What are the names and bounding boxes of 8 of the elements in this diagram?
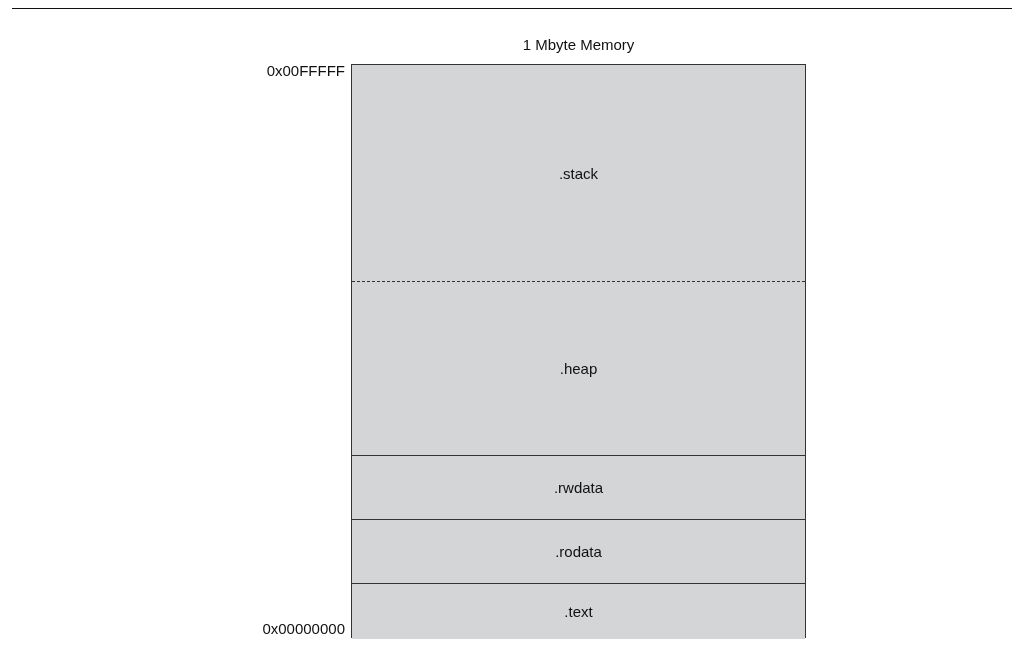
section-label: .rwdata xyxy=(553,479,604,496)
memory-title: 1 Mbyte Memory xyxy=(521,36,636,53)
section-label: .rodata xyxy=(555,543,602,560)
section-label: .heap xyxy=(559,360,598,377)
address-label: 0x00FFFFF xyxy=(266,62,345,79)
section-label: .stack xyxy=(558,164,599,182)
section-label: .text xyxy=(564,603,593,620)
address-label: 0x00000000 xyxy=(262,620,345,637)
